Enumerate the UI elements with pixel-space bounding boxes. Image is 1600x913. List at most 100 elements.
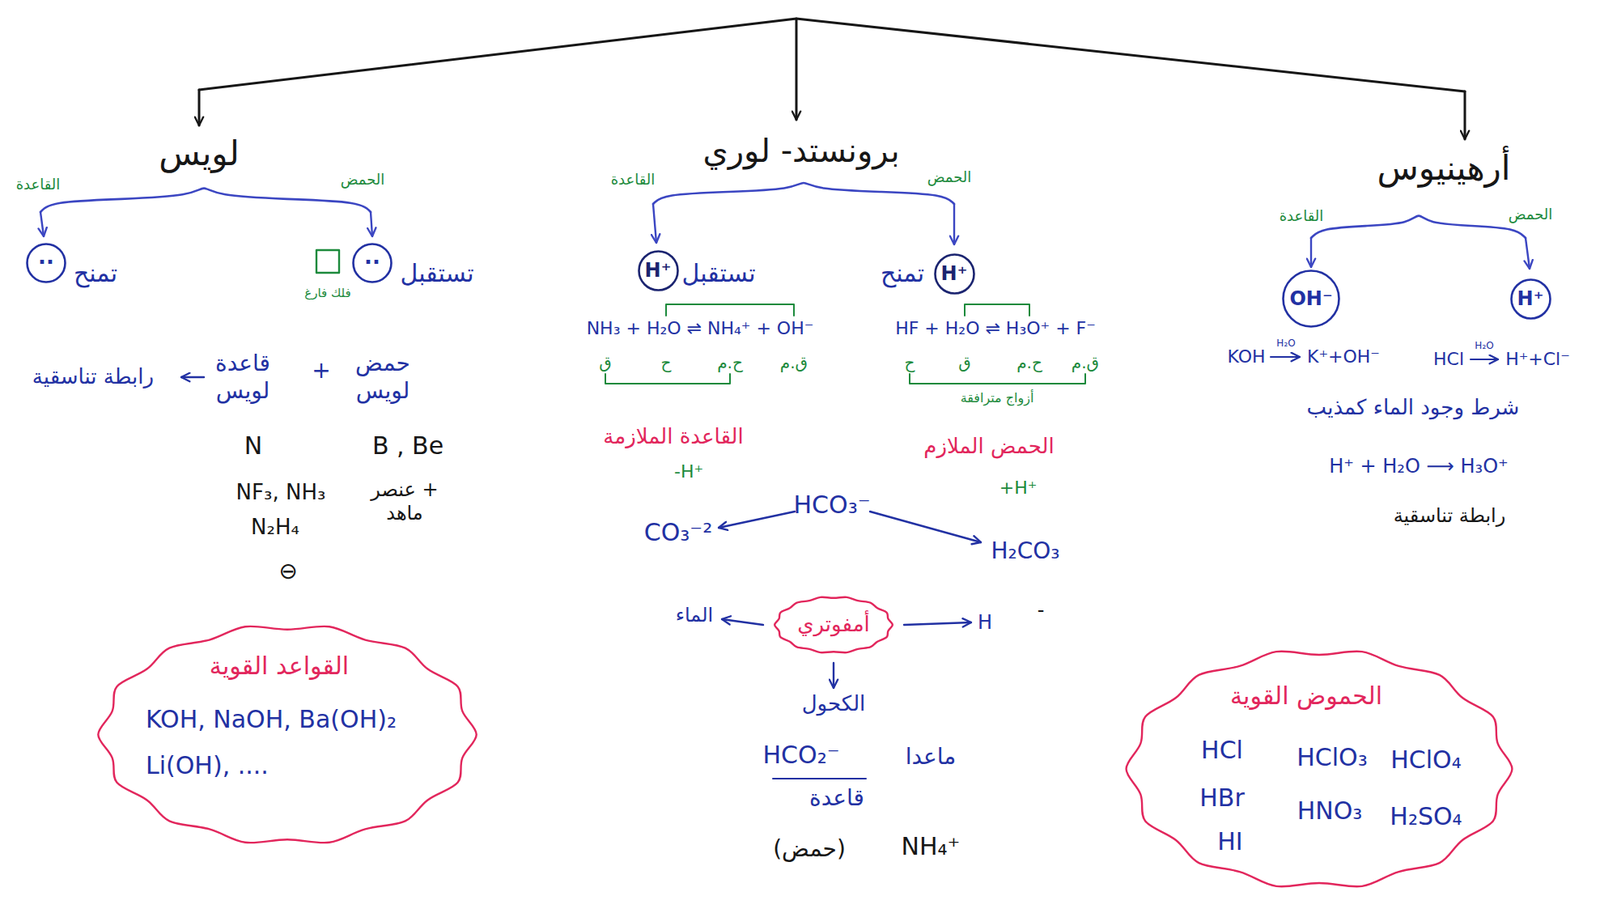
action-label: تمنح (73, 258, 118, 289)
reaction-arrow (1270, 356, 1300, 358)
cloud-heading: الحموض القوية (1230, 681, 1383, 711)
example-note: الماء (675, 603, 713, 628)
circle-line (1283, 271, 1340, 327)
branch-arrow (1464, 91, 1467, 140)
ion-circle: ·· (25, 242, 67, 284)
pair-mark: ح.م (717, 352, 743, 373)
example-formula: NF₃, NH₃ (236, 479, 327, 506)
cloud-heading: القواعد القوية (209, 651, 349, 681)
formula-list: KOH, NaOH, Ba(OH)₂ Li(OH), .... (145, 696, 437, 789)
formula-list: HBr (1199, 783, 1244, 813)
pair-bracket (964, 304, 1030, 316)
pair-mark: ح.م (1016, 352, 1043, 373)
formula: CO₃⁻² (644, 517, 713, 548)
ion-symbol: H⁺ (1517, 287, 1545, 311)
pair-mark: ق (958, 352, 972, 373)
branch-arrow (40, 212, 44, 237)
circle-line (27, 244, 66, 283)
cloud-line (774, 597, 893, 653)
example-formula: N₂H₄ (250, 514, 300, 540)
ion-symbol: OH⁻ (1289, 287, 1333, 311)
ion-symbol: H⁺ (941, 262, 968, 286)
example-formula: N (244, 431, 263, 461)
conjugate-heading: القاعدة الملازمة (602, 424, 743, 450)
formula: H₂CO₃ (990, 537, 1060, 565)
equation: NH₃ + H₂O ⇌ NH₄⁺ + OH⁻ (586, 318, 815, 340)
circle-line (1510, 279, 1550, 319)
example-arrow (721, 619, 764, 625)
pair-bracket (605, 373, 730, 384)
circle-line (353, 244, 392, 283)
conjugate-heading: الحمض الملازم (923, 433, 1054, 459)
orbital-note: فلك فارغ (304, 285, 351, 301)
formula: HCO₂⁻ (763, 740, 841, 770)
reaction-arrow (718, 511, 795, 528)
example-note: قاعدة (809, 784, 865, 812)
branch-arrow (953, 203, 955, 245)
ion-circle: H⁺ (1510, 278, 1552, 320)
ion-circle: H⁺ (637, 250, 680, 292)
tree-bracket (199, 18, 1465, 92)
branch-arrow (1310, 237, 1312, 268)
cloud-callout: أمفوتري (764, 588, 903, 662)
role-label: القاعدة (1279, 207, 1325, 225)
ion-symbol: ·· (364, 250, 381, 276)
pair-mark: ح (661, 352, 672, 373)
solvent-note: H₂O (1276, 337, 1295, 349)
pair-mark: ق.م (1071, 352, 1100, 373)
condition-note: شرط وجود الماء كمذيب (1307, 394, 1520, 421)
branch-arrow (795, 18, 798, 120)
role-label: الحمض (1508, 205, 1554, 224)
formula: K⁺+OH⁻ (1307, 346, 1380, 368)
reaction-term: حمض لويس (350, 349, 416, 404)
branch-arrow (198, 89, 201, 126)
theory-heading: برونستد- لوري (702, 131, 900, 170)
circle-line (934, 254, 974, 293)
formula-list: H₂SO₄ (1389, 802, 1462, 832)
pair-mark: ق (598, 352, 612, 373)
charge-symbol: ⊖ (278, 557, 298, 586)
pair-note: أزواج مترافقة (960, 390, 1035, 406)
formula: KOH (1226, 346, 1265, 368)
formula-list: HNO₃ (1297, 796, 1363, 826)
ion-circle: H⁺ (933, 253, 976, 295)
action-label: تمنح (880, 258, 925, 289)
reaction-term: رابطة تناسقية (32, 364, 154, 390)
equation: H⁺ + H₂O ⟶ H₃O⁺ (1328, 454, 1509, 479)
mark: - (1037, 598, 1045, 623)
formula: HCl (1433, 348, 1465, 370)
cloud-callout: القواعد القوية KOH, NaOH, Ba(OH)₂ Li(OH),… (80, 611, 494, 858)
brace (1311, 216, 1526, 238)
branch-arrow (370, 212, 373, 237)
pair-mark: ح (904, 352, 916, 373)
solvent-note: H₂O (1474, 339, 1494, 352)
cloud-line (1126, 651, 1513, 888)
ion-circle: OH⁻ (1281, 269, 1341, 328)
brace (653, 182, 955, 204)
example-arrow (903, 622, 972, 625)
formula-list: HCl (1201, 735, 1244, 765)
formula-list: HI (1217, 827, 1243, 857)
circle-line (638, 250, 678, 290)
formula: HCO₃⁻ (793, 490, 871, 520)
ion-symbol: H⁺ (645, 258, 672, 283)
formula: NH₄⁺ (901, 831, 961, 862)
cloud-outline (80, 611, 494, 858)
role-label: القاعدة (611, 170, 656, 189)
theory-heading: أرهينيوس (1376, 148, 1511, 189)
theory-heading: لويس (158, 133, 240, 175)
ion-circle: ·· (352, 242, 393, 284)
cloud-callout: الحموض القويةHClHClO₃HClO₄HBrHNO₃H₂SO₄HI (1108, 635, 1530, 903)
equation: HF + H₂O ⇌ H₃O⁺ + F⁻ (895, 318, 1096, 340)
example-note: ماعدا (905, 742, 957, 771)
example-note: + عنصر ماهد (368, 478, 442, 526)
role-label: الحمض (340, 170, 386, 189)
example-arrow (832, 662, 835, 688)
action-label: تستقبل (681, 258, 756, 289)
reaction-arrow (181, 376, 204, 378)
pair-bracket (666, 304, 794, 316)
empty-orbital-box (316, 250, 340, 273)
role-label: القاعدة (16, 175, 61, 194)
formula-list: HClO₄ (1390, 745, 1461, 775)
